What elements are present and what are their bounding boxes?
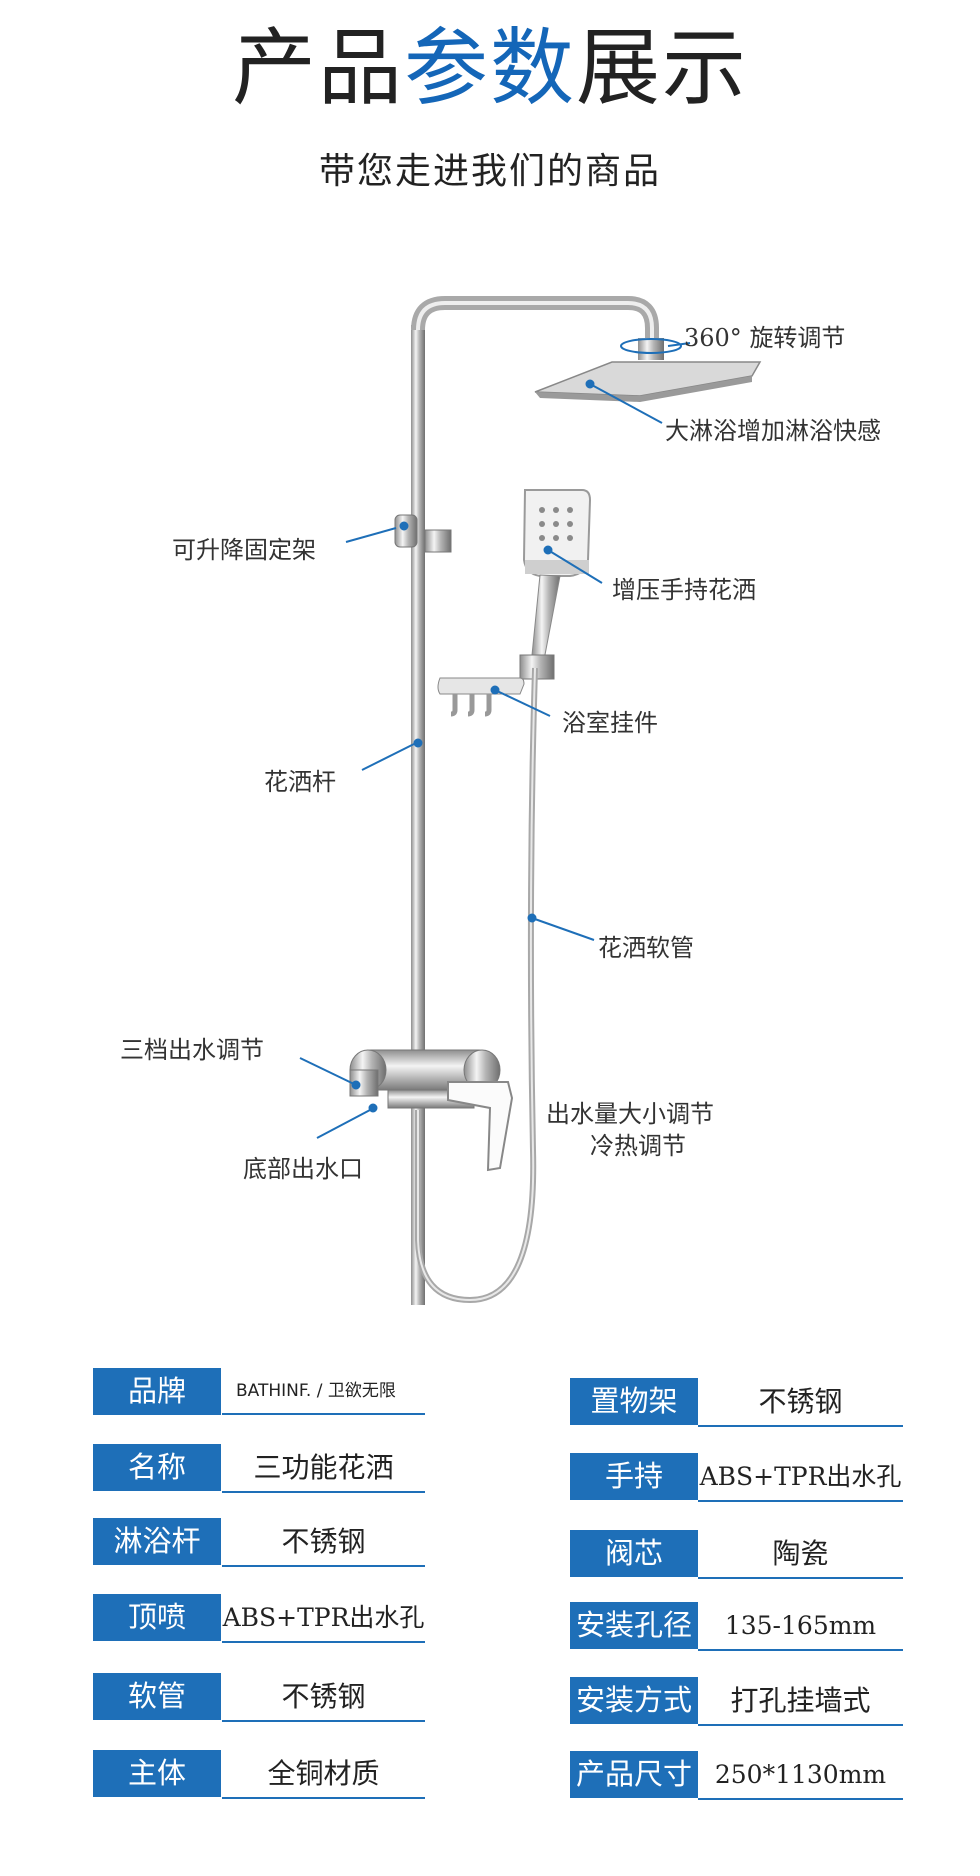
callout-top-shower: 大淋浴增加淋浴快感 (665, 417, 881, 445)
spec-value: 打孔挂墙式 (698, 1677, 903, 1726)
spec-label: 安装方式 (570, 1677, 698, 1724)
spec-value: 250*1130mm (698, 1751, 903, 1800)
spec-value: 135-165mm (698, 1602, 903, 1651)
callout-rotate: 360° 旋转调节 (684, 324, 846, 352)
spec-value: 不锈钢 (222, 1518, 425, 1567)
spec-value: BATHINF. / 卫欲无限 (222, 1368, 425, 1415)
spec-label: 顶喷 (93, 1594, 221, 1641)
spec-label: 淋浴杆 (93, 1518, 221, 1565)
callout-rod: 花洒杆 (264, 768, 336, 796)
page-title: 产品参数展示 (0, 18, 980, 119)
mixer-valve (349, 1049, 514, 1172)
spec-label: 名称 (93, 1444, 221, 1491)
spec-value: ABS+TPR出水孔 (222, 1594, 425, 1643)
spec-value: 陶瓷 (698, 1530, 903, 1579)
title-part2: 展示 (576, 19, 749, 117)
callout-three-mode: 三档出水调节 (120, 1036, 264, 1064)
spec-value: 不锈钢 (698, 1378, 903, 1427)
spec-value: ABS+TPR出水孔 (698, 1453, 903, 1502)
spec-label: 手持 (570, 1453, 698, 1500)
spec-value: 不锈钢 (222, 1673, 425, 1722)
spec-label: 置物架 (570, 1378, 698, 1425)
callout-flow-line1: 出水量大小调节 (546, 1100, 714, 1128)
spec-label: 产品尺寸 (570, 1751, 698, 1798)
spec-label: 安装孔径 (570, 1602, 698, 1649)
hand-shower (519, 489, 592, 680)
spec-value: 三功能花洒 (222, 1444, 425, 1493)
callout-bottom-outlet: 底部出水口 (243, 1155, 363, 1183)
shower-hose (415, 667, 538, 1304)
callout-flow-line2: 冷热调节 (590, 1132, 686, 1160)
spec-label: 品牌 (93, 1368, 221, 1415)
shower-diagram (299, 296, 762, 1305)
callout-hose: 花洒软管 (598, 934, 694, 962)
callout-hook: 浴室挂件 (562, 709, 658, 737)
spec-value: 全铜材质 (222, 1750, 425, 1799)
spec-label: 软管 (93, 1673, 221, 1720)
bracket-fixture (394, 514, 452, 553)
spec-label: 主体 (93, 1750, 221, 1797)
callout-hand-shower: 增压手持花洒 (612, 576, 756, 604)
page-subtitle: 带您走进我们的商品 (318, 151, 661, 192)
spec-label: 阀芯 (570, 1530, 698, 1577)
hook-rack (437, 677, 525, 717)
title-highlight: 参数 (403, 19, 576, 117)
title-part1: 产品 (231, 19, 404, 117)
callout-bracket: 可升降固定架 (172, 536, 316, 564)
